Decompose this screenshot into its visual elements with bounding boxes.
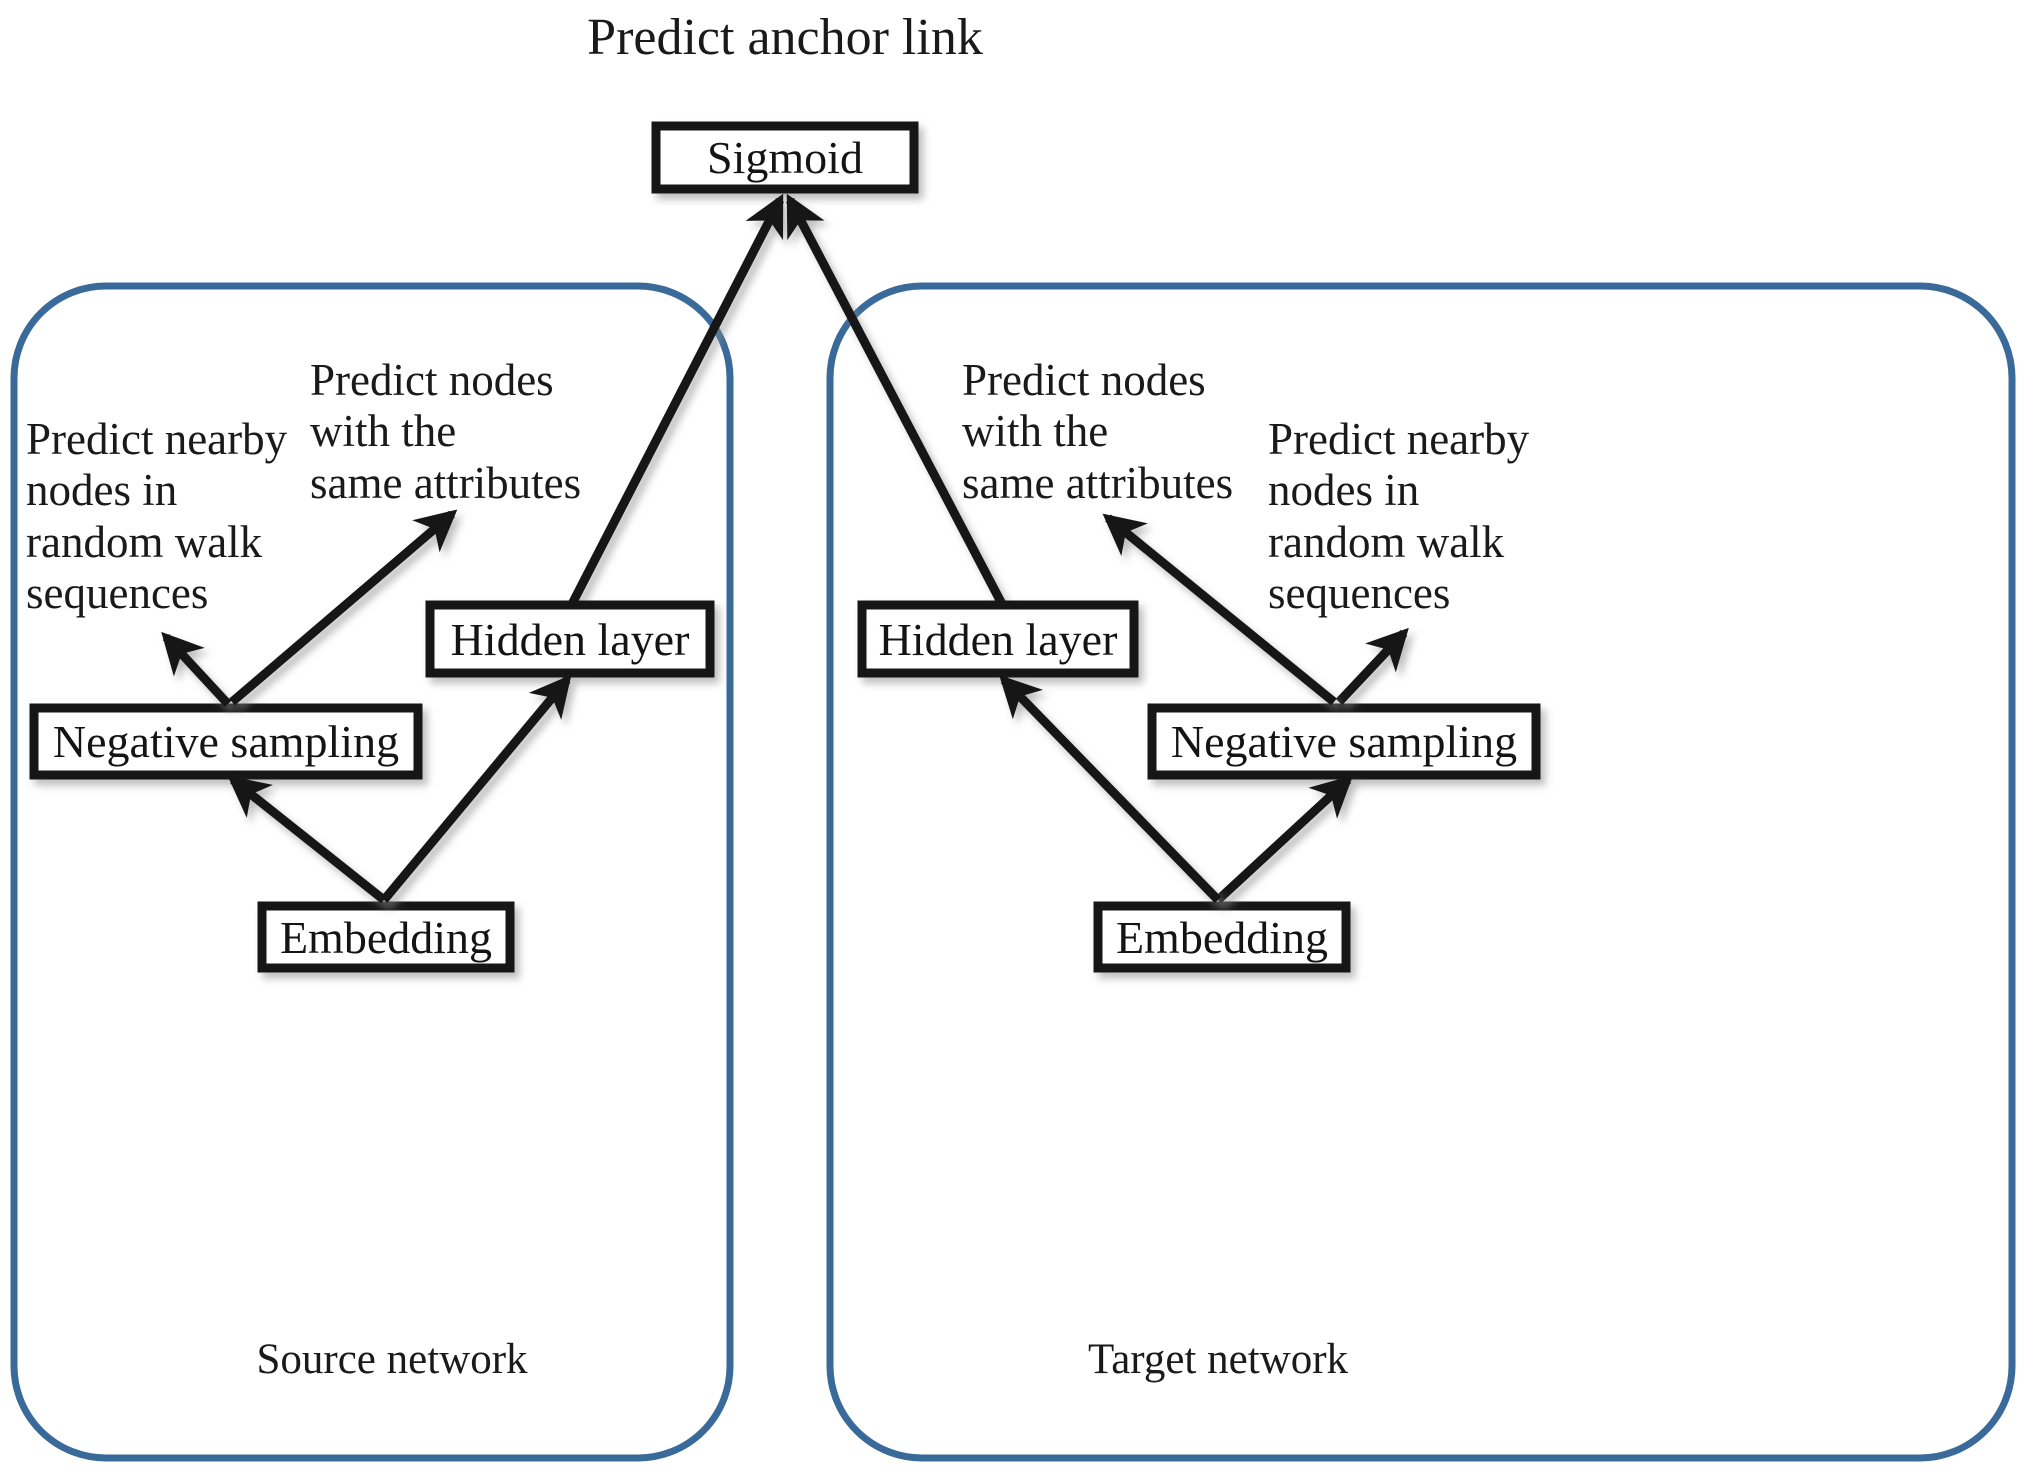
edge-target-embedding-to-negative-sampling bbox=[1214, 775, 1354, 904]
target-embedding-node bbox=[1093, 901, 1351, 973]
target-annotation-nearby-nodes: Predict nearby nodes in random walk sequ… bbox=[1268, 414, 1530, 618]
sigmoid-node-label: Sigmoid bbox=[707, 132, 863, 183]
source-negative-sampling-node bbox=[29, 703, 423, 780]
target-negative-sampling-node bbox=[1147, 703, 1541, 780]
source-panel-caption: Source network bbox=[256, 1336, 528, 1383]
target-annotation-same-attributes: Predict nodes with the same attributes bbox=[962, 355, 1234, 508]
edge-source-negative-sampling-to-same-attributes bbox=[229, 509, 458, 706]
source-annotation-same-attributes: Predict nodes with the same attributes bbox=[310, 355, 582, 508]
edge-source-negative-sampling-to-nearby-nodes bbox=[161, 631, 232, 708]
source-embedding-node bbox=[257, 901, 515, 973]
source-negative-sampling-label: Negative sampling bbox=[52, 716, 400, 767]
edge-source-embedding-to-hidden-layer bbox=[380, 674, 572, 903]
edge-target-negative-sampling-to-nearby-nodes bbox=[1335, 627, 1409, 706]
page-title: Predict anchor link bbox=[587, 9, 983, 66]
target-hidden-layer-label: Hidden layer bbox=[878, 613, 1118, 665]
target-embedding-label: Embedding bbox=[1115, 911, 1329, 963]
target-negative-sampling-label: Negative sampling bbox=[1170, 716, 1518, 767]
edge-target-embedding-to-hidden-layer bbox=[999, 674, 1222, 904]
panel-outline-source bbox=[10, 282, 734, 1462]
edge-source-hidden-to-sigmoid bbox=[567, 193, 785, 607]
target-panel-caption: Target network bbox=[1087, 1336, 1349, 1383]
source-hidden-layer-label: Hidden layer bbox=[450, 613, 690, 665]
edge-source-embedding-to-negative-sampling bbox=[227, 775, 387, 904]
target-hidden-layer-node bbox=[857, 600, 1139, 678]
source-hidden-layer-node bbox=[425, 600, 715, 678]
source-annotation-nearby-nodes: Predict nearby nodes in random walk sequ… bbox=[26, 414, 288, 618]
edge-target-hidden-to-sigmoid bbox=[786, 193, 1006, 607]
source-embedding-label: Embedding bbox=[279, 911, 493, 963]
sigmoid-node bbox=[651, 121, 919, 194]
panel-outline-target bbox=[826, 282, 2016, 1462]
edge-target-negative-sampling-to-same-attributes bbox=[1102, 513, 1337, 706]
